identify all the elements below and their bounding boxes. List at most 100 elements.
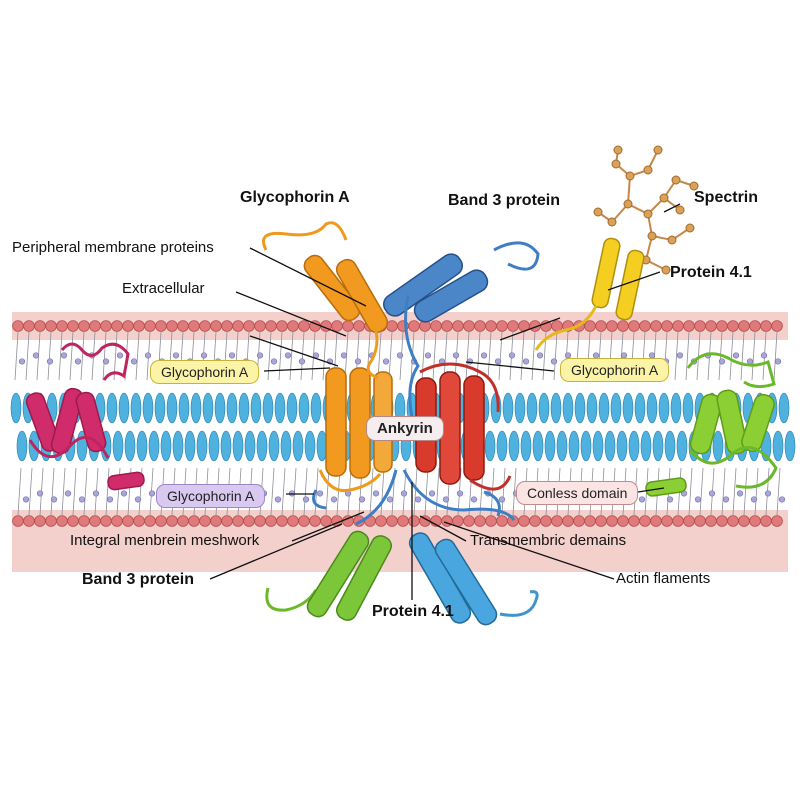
- lipid-head: [661, 515, 673, 527]
- lipid-core-oval: [646, 392, 658, 424]
- lipid-bead: [442, 496, 450, 503]
- lipid-core-oval: [592, 430, 604, 462]
- lipid-core-oval: [526, 392, 538, 424]
- bottom-blue-helices: [408, 532, 539, 626]
- lipid-head: [287, 320, 299, 332]
- lipid-core-oval: [676, 430, 688, 462]
- lipid-head: [716, 320, 728, 332]
- lipid-tail: [102, 331, 107, 381]
- lipid-head: [100, 515, 112, 527]
- lipid-head: [210, 515, 222, 527]
- lipid-head: [485, 515, 497, 527]
- lipid-bead: [302, 496, 310, 503]
- lipid-tail: [61, 467, 66, 516]
- lipid-head: [463, 515, 475, 527]
- lipid-head: [353, 320, 365, 332]
- lipid-head: [628, 515, 640, 527]
- lipid-core-oval: [256, 430, 268, 462]
- cytoplasmic-loops: [312, 469, 516, 526]
- lipid-head: [254, 515, 266, 527]
- lipid-bead: [274, 496, 282, 503]
- lipid-head: [122, 515, 134, 527]
- lipid-core-oval: [262, 392, 274, 424]
- lipid-head: [397, 515, 409, 527]
- lipid-bead: [32, 352, 40, 359]
- lipid-head: [232, 320, 244, 332]
- lipid-head: [595, 515, 607, 527]
- lipid-tail: [413, 467, 418, 516]
- lipid-head: [122, 320, 134, 332]
- protein41-bottom-label: Protein 4.1: [372, 603, 454, 620]
- lipid-head: [441, 320, 453, 332]
- lipid-head: [606, 515, 618, 527]
- lipid-head: [210, 320, 222, 332]
- lipid-tail: [487, 331, 492, 381]
- lipid-core-oval: [778, 392, 790, 424]
- lipid-core-oval: [658, 392, 670, 424]
- lipid-bead: [746, 358, 754, 365]
- lipid-bead: [256, 352, 264, 359]
- lipid-bead: [386, 496, 394, 503]
- lipid-core-oval: [148, 430, 160, 462]
- lipid-head: [199, 320, 211, 332]
- lipid-head: [221, 320, 233, 332]
- lipid-core-oval: [514, 392, 526, 424]
- lipid-core-oval: [238, 392, 250, 424]
- band3-top-helices: [383, 241, 540, 427]
- lipid-tail: [267, 331, 272, 381]
- lipid-core-oval: [496, 430, 508, 462]
- lipid-bead: [750, 496, 758, 503]
- lipid-head: [606, 320, 618, 332]
- lipid-tail: [369, 467, 374, 516]
- lipid-core-oval: [250, 392, 262, 424]
- lipid-core-oval: [652, 430, 664, 462]
- lipid-bead: [400, 490, 408, 497]
- lipid-core-oval: [10, 392, 22, 424]
- spectrin-label: Spectrin: [694, 189, 759, 206]
- lipid-bead: [46, 358, 54, 365]
- lipid-head: [716, 515, 728, 527]
- lipid-bead: [522, 358, 530, 365]
- glycophorin-a-top-label: Glycophorin A: [240, 189, 350, 206]
- lipid-core-oval: [664, 430, 676, 462]
- lipid-tail: [443, 331, 448, 381]
- band3-top-label: Band 3 protein: [448, 192, 561, 209]
- lipid-head: [496, 515, 508, 527]
- lipid-head: [771, 320, 783, 332]
- lipid-core-oval: [160, 430, 172, 462]
- lipid-bead: [396, 352, 404, 359]
- lipid-head: [639, 515, 651, 527]
- lipid-core-oval: [604, 430, 616, 462]
- lipid-core-oval: [142, 392, 154, 424]
- left-transmembrane-protein: [25, 342, 145, 491]
- lipid-head: [573, 515, 585, 527]
- lipid-core-oval: [184, 430, 196, 462]
- lipid-head: [177, 320, 189, 332]
- spectrin-beads: [593, 145, 699, 275]
- lipid-head: [78, 515, 90, 527]
- lipid-head: [298, 320, 310, 332]
- lipid-bead: [92, 490, 100, 497]
- lipid-head: [749, 515, 761, 527]
- lipid-tail: [424, 467, 429, 516]
- lipid-bead: [736, 490, 744, 497]
- lipid-core-oval: [106, 392, 118, 424]
- lipid-core-oval: [574, 392, 586, 424]
- lipid-bead: [102, 358, 110, 365]
- lipid-head: [100, 320, 112, 332]
- lipid-bead: [116, 352, 124, 359]
- lipid-head: [133, 320, 145, 332]
- lipid-head: [287, 515, 299, 527]
- lipid-core-oval: [274, 392, 286, 424]
- lipid-bead: [298, 358, 306, 365]
- lipid-core-oval: [520, 430, 532, 462]
- lipid-core-oval: [130, 392, 142, 424]
- lipid-head: [45, 320, 57, 332]
- lipid-head: [760, 320, 772, 332]
- lipid-tail: [435, 467, 440, 516]
- lipid-bead: [508, 352, 516, 359]
- lipid-bead: [676, 352, 684, 359]
- lipid-core-oval: [712, 430, 724, 462]
- lipid-bead: [144, 352, 152, 359]
- lipid-head: [56, 320, 68, 332]
